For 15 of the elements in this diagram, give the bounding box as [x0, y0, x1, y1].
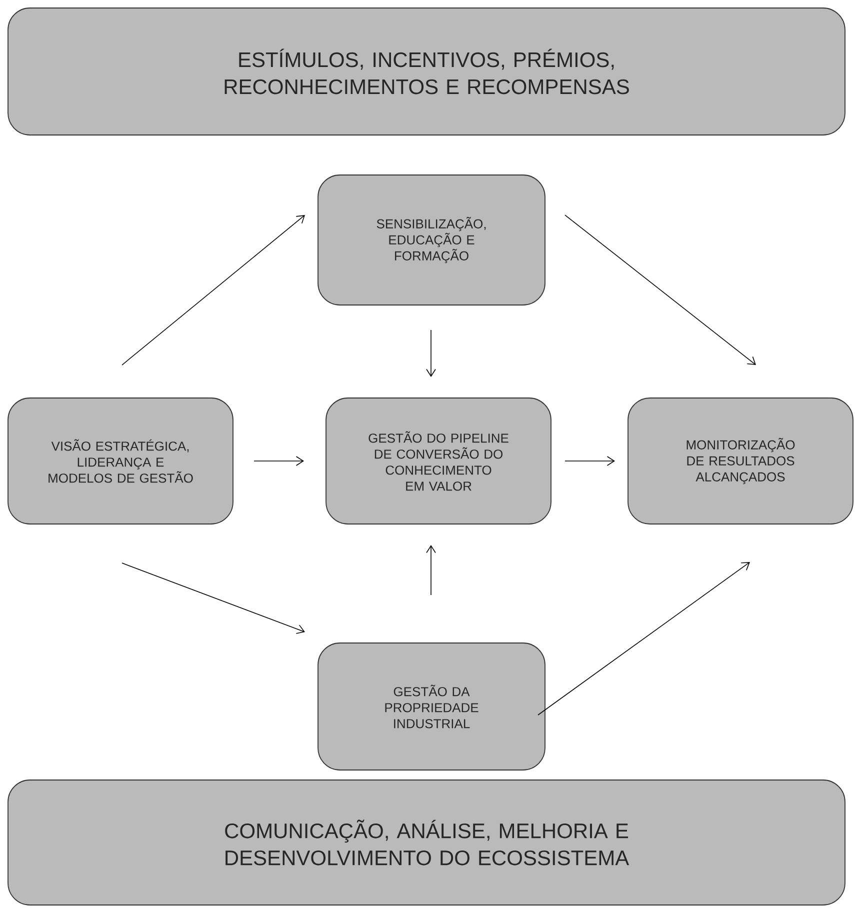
arrow	[426, 330, 436, 377]
process-box: GESTÃO DO PIPELINE DE CONVERSÃO DO CONHECIMENTO EM VALOR	[326, 398, 552, 524]
process-box: SENSIBILIZAÇÃO, EDUCAÇÃO E FORMAÇÃO	[318, 174, 546, 306]
arrow	[254, 456, 304, 466]
arrow	[122, 562, 305, 634]
banner-box: ESTÍMULOS, INCENTIVOS, PRÉMIOS, RECONHECIMENTOS E RECOMPENSAS	[8, 8, 846, 136]
arrow	[538, 562, 750, 716]
arrow	[564, 456, 615, 466]
banner-box: COMUNICAÇÃO, ANÁLISE, MELHORIA E DESENVOLVIMENTO DO ECOSSISTEMA	[8, 780, 846, 906]
process-box: MONITORIZAÇÃO DE RESULTADOS ALCANÇADOS	[628, 398, 854, 524]
arrow	[122, 215, 305, 366]
arrow	[564, 214, 756, 365]
arrow	[426, 545, 436, 596]
process-box: VISÃO ESTRATÉGICA, LIDERANÇA E MODELOS DE GESTÃO	[8, 398, 234, 524]
process-box: GESTÃO DA PROPRIEDADE INDUSTRIAL	[318, 642, 546, 770]
